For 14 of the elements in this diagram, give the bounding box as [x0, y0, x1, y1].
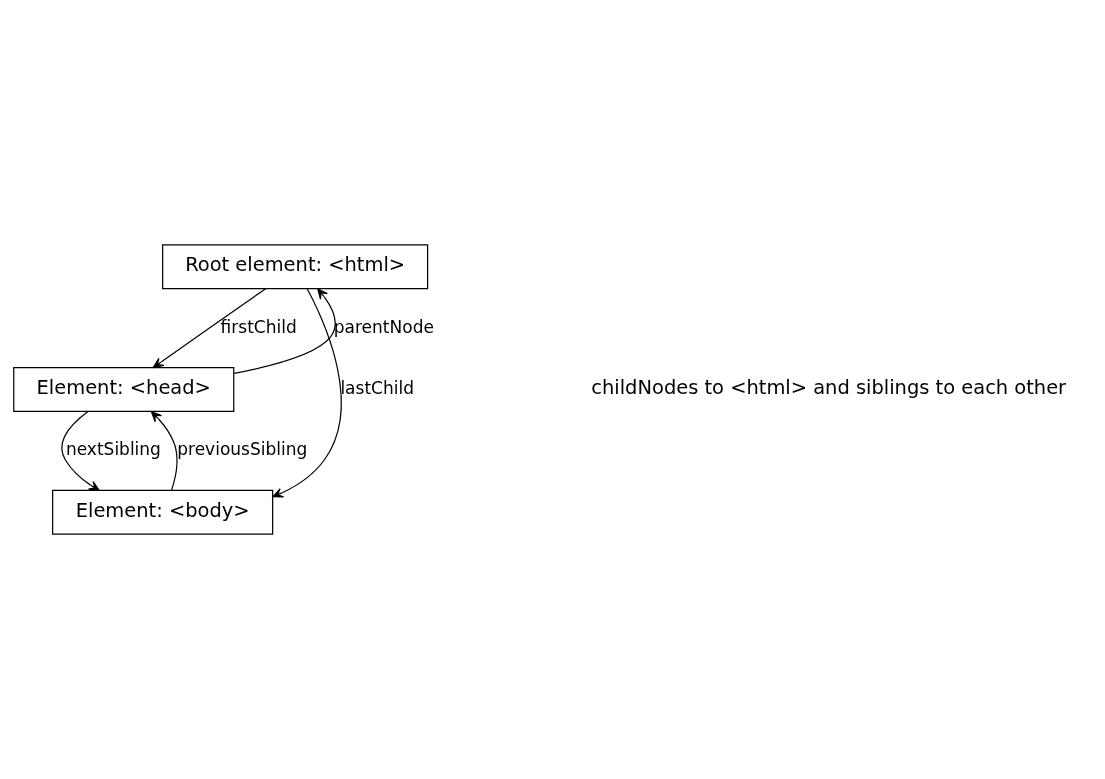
edge-label: parentNode — [333, 316, 434, 337]
arrow — [152, 288, 267, 369]
edge-label: previousSibling — [177, 439, 308, 460]
arrow — [150, 411, 178, 491]
node-box: Root element: <html> — [162, 244, 429, 290]
arrow — [61, 410, 100, 491]
label: childNodes to <html> and siblings to each other — [591, 376, 1067, 400]
edge-label: lastChild — [340, 378, 414, 398]
arrow — [272, 288, 342, 498]
node-box: Element: <head> — [13, 367, 235, 412]
arrow — [233, 288, 336, 375]
edge-label: firstChild — [220, 316, 297, 337]
node-box: Element: <body> — [52, 489, 274, 535]
edge-label: nextSibling — [65, 439, 161, 460]
